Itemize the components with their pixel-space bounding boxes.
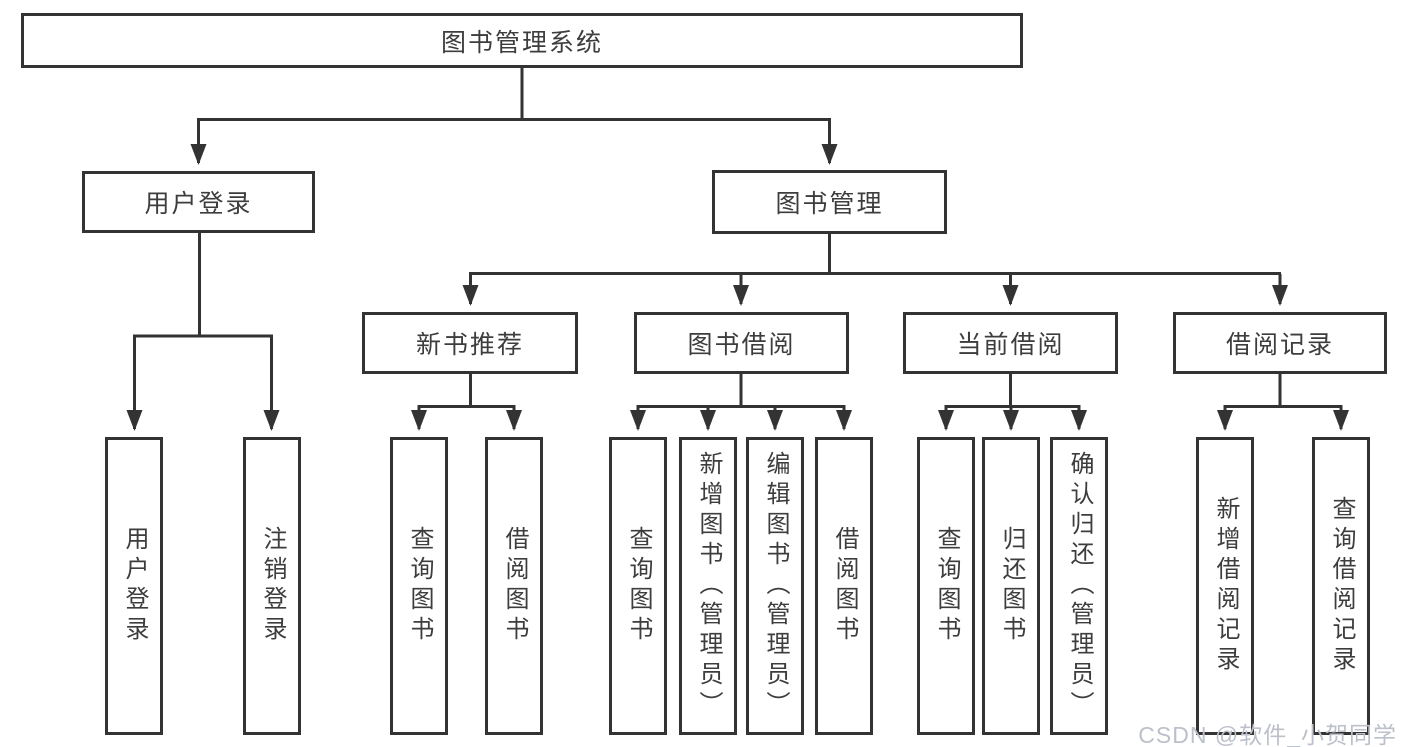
leaf-user-login: 用户登录: [105, 437, 163, 735]
leaf-borrow-query-book: 查询图书: [609, 437, 667, 735]
leaf-borrow-borrow-book: 借阅图书: [815, 437, 873, 735]
node-current-borrow: 当前借阅: [903, 312, 1118, 374]
node-book-management: 图书管理: [712, 170, 947, 234]
node-borrow-records: 借阅记录: [1173, 312, 1387, 374]
node-book-borrow: 图书借阅: [634, 312, 849, 374]
leaf-current-confirm-return-admin: 确认归还（管理员）: [1050, 437, 1108, 735]
leaf-newbook-query-book: 查询图书: [390, 437, 448, 735]
leaf-borrow-edit-book-admin: 编辑图书（管理员）: [746, 437, 804, 735]
leaf-current-query-book: 查询图书: [917, 437, 975, 735]
node-user-login: 用户登录: [82, 171, 315, 233]
leaf-current-return-book: 归还图书: [982, 437, 1040, 735]
node-system-title: 图书管理系统: [21, 13, 1023, 68]
leaf-records-add-record: 新增借阅记录: [1196, 437, 1254, 735]
leaf-records-query-record: 查询借阅记录: [1312, 437, 1370, 735]
leaf-logout: 注销登录: [243, 437, 301, 735]
leaf-newbook-borrow-book: 借阅图书: [485, 437, 543, 735]
leaf-borrow-add-book-admin: 新增图书（管理员）: [679, 437, 737, 735]
csdn-watermark: CSDN @软件_小贺同学: [1138, 722, 1397, 747]
node-new-book-recommend: 新书推荐: [362, 312, 578, 374]
